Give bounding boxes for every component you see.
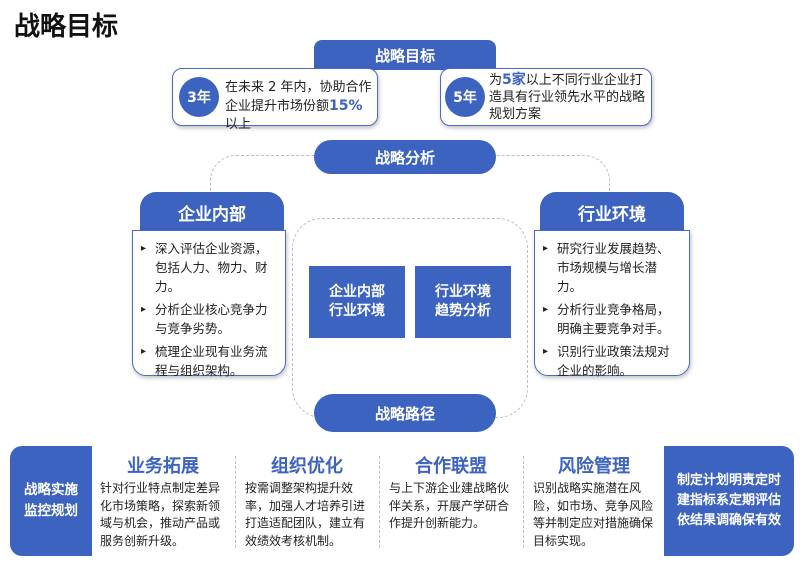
goal-badge-3-year: 3年 [179, 77, 219, 117]
analysis-header: 战略分析 [314, 140, 496, 174]
internal-bullet-item: 深入评估企业资源，包括人力、物力、财力。 [141, 239, 277, 296]
path-panel: 业务拓展 针对行业特点制定差异化市场策略，探索新领域与机会，推动产品或服务创新升… [92, 446, 664, 556]
industry-card: 研究行业发展趋势、市场规模与增长潜力。 分析行业竞争格局，明确主要竞争对手。 识… [534, 230, 690, 378]
goal-text-3-year-before: 在未来 2 年内，协助合作企业提升市场份额 [225, 80, 372, 114]
goal-text-5-year: 为5家以上不同行业企业打造具有行业领先水平的战略规划方案 [489, 72, 649, 123]
path-left-label: 战略实施 监控规划 [24, 482, 78, 519]
internal-card-header: 企业内部 [140, 192, 284, 232]
internal-bullet-item: 梳理企业现有业务流程与组织架构。 [141, 342, 277, 380]
industry-bullet-item: 研究行业发展趋势、市场规模与增长潜力。 [543, 239, 681, 296]
goal-highlight-15-percent: 15% [329, 98, 363, 114]
goal-text-5-year-before: 为 [489, 73, 503, 88]
path-column-title-business: 业务拓展 [127, 456, 199, 477]
path-column-title-organization: 组织优化 [271, 456, 343, 477]
path-column-divider [235, 456, 236, 548]
path-header: 战略路径 [314, 394, 496, 432]
industry-bullet-list: 研究行业发展趋势、市场规模与增长潜力。 分析行业竞争格局，明确主要竞争对手。 识… [543, 239, 681, 380]
path-column-divider [379, 456, 380, 548]
path-column-text-alliance: 与上下游企业建战略伙伴关系，开展产学研合作提升创新能力。 [389, 481, 510, 530]
path-column-text-organization: 按需调整架构提升效率，加强人才培养引进打造适配团队，建立有效绩效考核机制。 [245, 481, 366, 548]
goal-card-5-year: 5年 为5家以上不同行业企业打造具有行业领先水平的战略规划方案 [440, 68, 652, 126]
path-right-label: 制定计划明责定时 建指标系定期评估 依结果调确保有效 [676, 473, 781, 528]
path-column-title-risk: 风险管理 [558, 456, 630, 477]
goal-card-3-year: 3年 在未来 2 年内，协助合作企业提升市场份额15% 以上 [172, 68, 378, 132]
path-column-text-risk: 识别战略实施潜在风险，如市场、竞争风险等并制定应对措施确保目标实现。 [533, 481, 654, 548]
path-column-divider [523, 456, 524, 548]
internal-card: 深入评估企业资源，包括人力、物力、财力。 分析企业核心竞争力与竞争劣势。 梳理企… [132, 230, 286, 378]
goal-highlight-5-companies: 5家 [502, 72, 526, 88]
goal-text-3-year: 在未来 2 年内，协助合作企业提升市场份额15% 以上 [225, 79, 373, 134]
center-box-internal-industry: 企业内部 行业环境 [309, 266, 405, 338]
goals-header: 战略目标 [314, 40, 496, 70]
industry-bullet-item: 分析行业竞争格局，明确主要竞争对手。 [543, 300, 681, 338]
page-title: 战略目标 [14, 12, 119, 42]
goal-text-5-year-after: 以上不同行业企业打造具有行业领先水平的战略规划方案 [489, 73, 646, 122]
goal-text-3-year-after: 以上 [225, 117, 252, 132]
industry-bullet-item: 识别行业政策法规对企业的影响。 [543, 342, 681, 380]
internal-bullet-list: 深入评估企业资源，包括人力、物力、财力。 分析企业核心竞争力与竞争劣势。 梳理企… [141, 239, 277, 380]
industry-card-header: 行业环境 [540, 192, 684, 232]
internal-bullet-item: 分析企业核心竞争力与竞争劣势。 [141, 300, 277, 338]
path-column-text-business: 针对行业特点制定差异化市场策略，探索新领域与机会，推动产品或服务创新升级。 [100, 481, 221, 548]
center-box-industry-trend: 行业环境 趋势分析 [415, 266, 511, 338]
goal-badge-5-year: 5年 [445, 77, 485, 117]
path-column-title-alliance: 合作联盟 [415, 456, 487, 477]
